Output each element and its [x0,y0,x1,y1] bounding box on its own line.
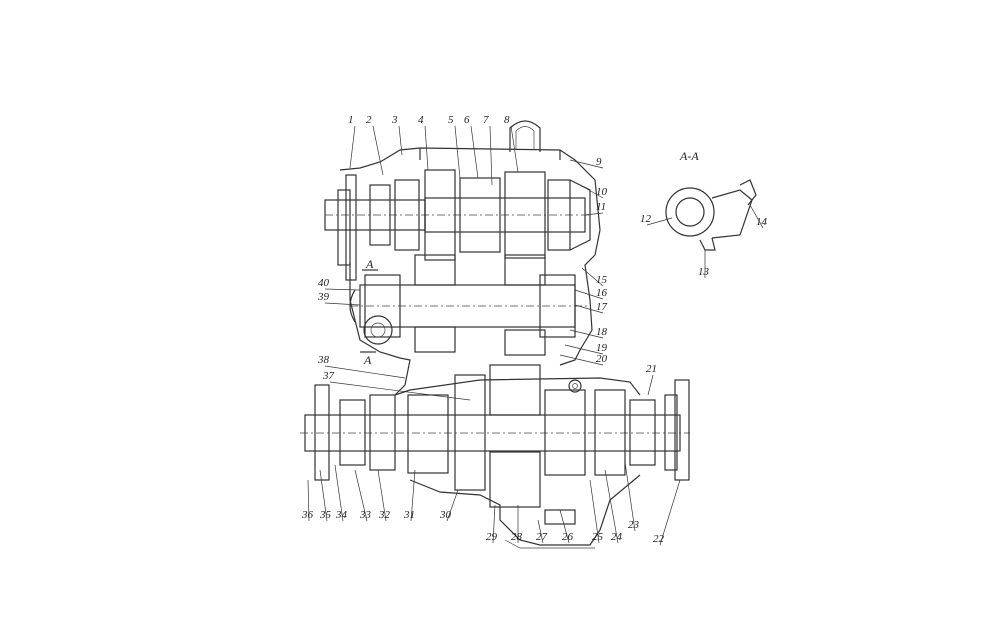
callout-label-23: 23 [628,519,640,531]
callout-label-20: 20 [596,353,608,365]
callout-label-10: 10 [596,186,608,198]
callout-label-19: 19 [596,342,608,354]
leader-line-37 [329,381,471,401]
callout-label-32: 32 [378,509,391,521]
callout-label-3: 3 [391,114,398,126]
leader-line-2 [372,125,384,176]
leader-line-10 [579,184,604,199]
leader-line-22 [659,479,681,546]
callout-label-35: 35 [319,509,332,521]
leader-line-38 [324,365,406,379]
leader-line-34 [334,464,344,522]
callout-label-16: 16 [596,287,608,299]
leader-line-18 [569,329,604,339]
callout-label-4: 4 [418,114,424,126]
leader-line-7 [489,125,493,186]
callout-label-12: 12 [640,213,652,225]
callout-label-18: 18 [596,326,608,338]
section-title-a-a: A-A [679,149,699,163]
callout-label-31: 31 [403,509,415,521]
callout-label-7: 7 [483,114,489,126]
leader-line-21 [647,374,654,396]
callout-label-29: 29 [486,531,498,543]
leader-line-33 [354,469,368,522]
callout-label-38: 38 [317,354,330,366]
input-shaft [324,169,591,281]
leader-line-9 [569,159,604,169]
leader-line-39 [324,302,361,306]
leader-line-16 [574,289,604,300]
callout-label-30: 30 [439,509,452,521]
leader-line-32 [377,469,387,522]
callout-label-1: 1 [348,114,354,126]
leader-line-23 [624,461,636,532]
leader-line-1 [349,125,356,169]
output-shaft [300,364,690,508]
lifting-eye [509,120,541,152]
leader-lines [307,125,764,546]
callout-label-26: 26 [562,531,574,543]
leader-line-12 [646,217,673,226]
callout-label-9: 9 [596,156,602,168]
leader-line-4 [424,125,429,171]
callout-label-14: 14 [756,216,768,228]
leader-line-5 [454,125,461,179]
view-mark-a-lower: A [363,353,372,367]
leader-line-14 [749,204,764,229]
callout-label-13: 13 [698,266,710,278]
leader-line-31 [410,469,416,522]
callout-label-5: 5 [448,114,454,126]
leader-line-8 [510,125,519,173]
callout-label-22: 22 [653,533,665,545]
leader-line-29 [492,504,496,544]
leader-line-15 [581,267,604,287]
callout-label-6: 6 [464,114,470,126]
callout-label-24: 24 [611,531,623,543]
leader-line-26 [559,509,570,544]
leader-line-40 [324,288,361,291]
leader-line-11 [584,212,604,216]
callout-label-15: 15 [596,274,608,286]
leader-line-35 [319,469,328,522]
callout-label-40: 40 [318,277,330,289]
leader-line-36 [307,479,310,522]
callout-label-25: 25 [592,531,604,543]
leader-line-6 [470,125,479,179]
leader-line-20 [559,354,604,366]
callout-label-37: 37 [322,370,335,382]
intermediate-shaft [349,254,590,356]
callout-label-27: 27 [536,531,548,543]
callout-label-39: 39 [317,291,330,303]
callout-label-33: 33 [359,509,372,521]
callout-label-8: 8 [504,114,510,126]
callout-label-34: 34 [335,509,348,521]
section-a-a-view [665,179,757,251]
callout-label-21: 21 [646,363,657,375]
leader-line-27 [537,519,544,544]
leader-line-30 [446,489,459,522]
callout-label-17: 17 [596,301,608,313]
callout-label-2: 2 [366,114,372,126]
leader-line-3 [398,125,403,156]
leader-line-24 [604,469,619,544]
view-mark-a-upper: A [365,257,374,271]
leader-line-17 [574,304,604,314]
callout-label-28: 28 [511,531,523,543]
callout-label-11: 11 [596,201,606,213]
callout-label-36: 36 [301,509,314,521]
leader-line-25 [589,479,600,544]
leader-line-19 [564,344,604,355]
